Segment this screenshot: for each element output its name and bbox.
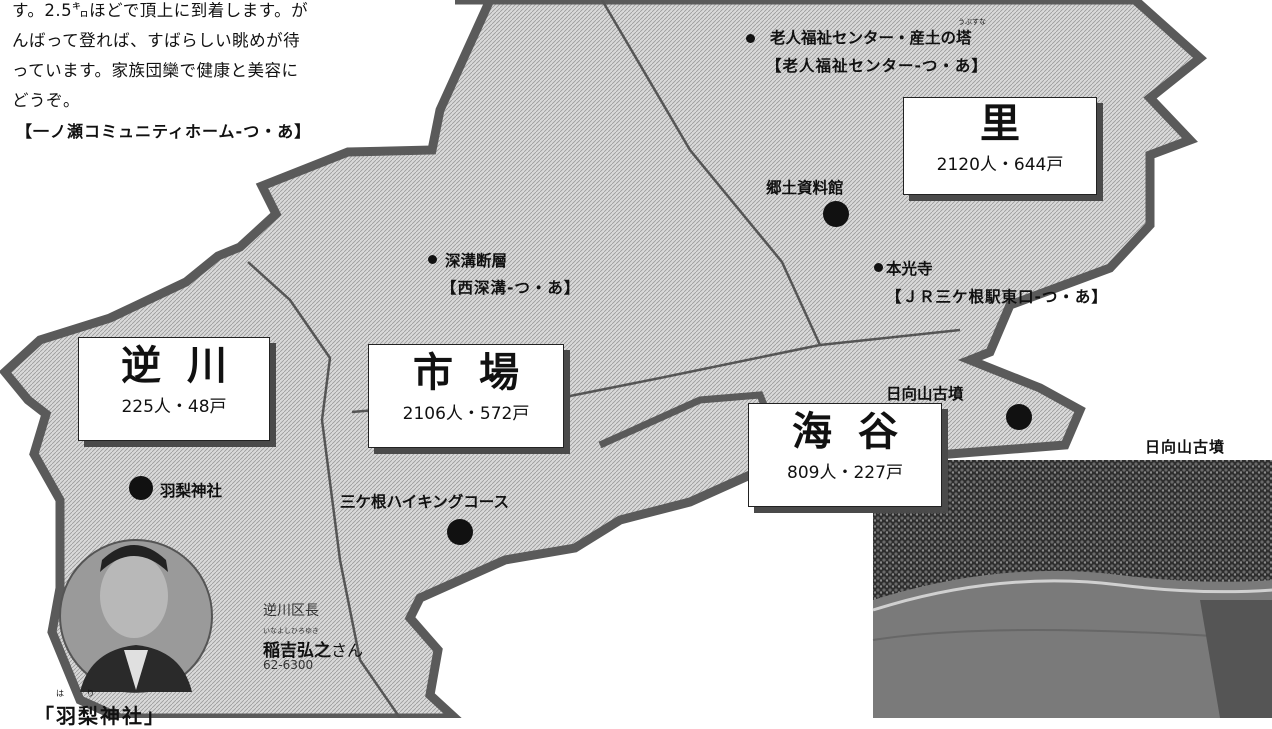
district-sato-name: 里	[980, 101, 1020, 147]
district-kaiya-stats: 809人・227戸	[787, 463, 903, 483]
fault-ref: 【西深溝-つ・あ】	[441, 279, 581, 297]
shrine-marker	[129, 476, 153, 500]
boundary-sato-ichiba	[600, 0, 822, 346]
district-ichiba: 市場 2106人・572戸	[368, 344, 564, 448]
district-kaiya: 海谷 809人・227戸	[748, 403, 942, 507]
district-sato: 里 2120人・644戸	[903, 97, 1097, 195]
chief-title: 逆川区長	[263, 603, 319, 619]
elder-center-marker	[746, 34, 755, 43]
elder-center-label: 老人福祉センター・産土の塔 うぶすな	[770, 18, 986, 47]
intro-line-4: どうぞ。	[12, 91, 80, 110]
kofun-label: 日向山古墳	[886, 385, 964, 403]
district-sakagawa-name: 逆川	[121, 343, 253, 389]
hiking-label: 三ケ根ハイキングコース	[340, 493, 509, 511]
bottom-title-ruby: は り	[56, 689, 105, 698]
district-sato-stats: 2120人・644戸	[936, 155, 1064, 175]
chief-name: 稲吉弘之さん	[263, 641, 364, 661]
chief-phone: 62-6300	[263, 658, 314, 672]
intro-line-1: す。2.5㌔ほどで頂上に到着します。が	[12, 1, 309, 20]
hiking-marker	[447, 519, 473, 545]
fault-label: 深溝断層	[445, 252, 508, 270]
intro-line-2: んばって登れば、すばらしい眺めが待	[12, 31, 301, 50]
boundary-sakagawa	[247, 261, 402, 718]
chief-name-ruby: いなよしひろゆき	[263, 627, 319, 635]
kofun-photo	[872, 460, 1272, 718]
elder-center-ref: 【老人福祉センター-つ・あ】	[766, 57, 988, 75]
chief-portrait	[59, 539, 213, 693]
district-sakagawa: 逆川 225人・48戸	[78, 337, 270, 441]
district-sakagawa-stats: 225人・48戸	[121, 397, 227, 417]
district-ichiba-stats: 2106人・572戸	[402, 404, 530, 424]
intro-line-3: っています。家族団欒で健康と美容に	[12, 61, 299, 80]
temple-ref: 【ＪＲ三ケ根駅東口-つ・あ】	[886, 288, 1108, 306]
elder-center-ruby: うぶすな	[958, 18, 986, 26]
district-ichiba-name: 市場	[413, 350, 545, 396]
intro-location-ref: 【一ノ瀬コミュニティホーム-つ・あ】	[16, 122, 312, 141]
temple-marker	[874, 263, 883, 272]
district-kaiya-name: 海谷	[792, 409, 924, 455]
map-outline	[0, 0, 1207, 718]
fault-marker	[428, 255, 437, 264]
intro-text: す。2.5㌔ほどで頂上に到着します。が んばって登れば、すばらしい眺めが待 って…	[12, 0, 432, 116]
kofun-marker	[1006, 404, 1032, 430]
museum-marker	[823, 201, 849, 227]
shrine-label: 羽梨神社	[160, 482, 223, 500]
bottom-title: 「羽梨神社」	[34, 704, 166, 728]
museum-label: 郷土資料館	[766, 179, 844, 197]
photo-caption: 日向山古墳	[1145, 438, 1226, 456]
temple-label: 本光寺	[886, 260, 933, 278]
